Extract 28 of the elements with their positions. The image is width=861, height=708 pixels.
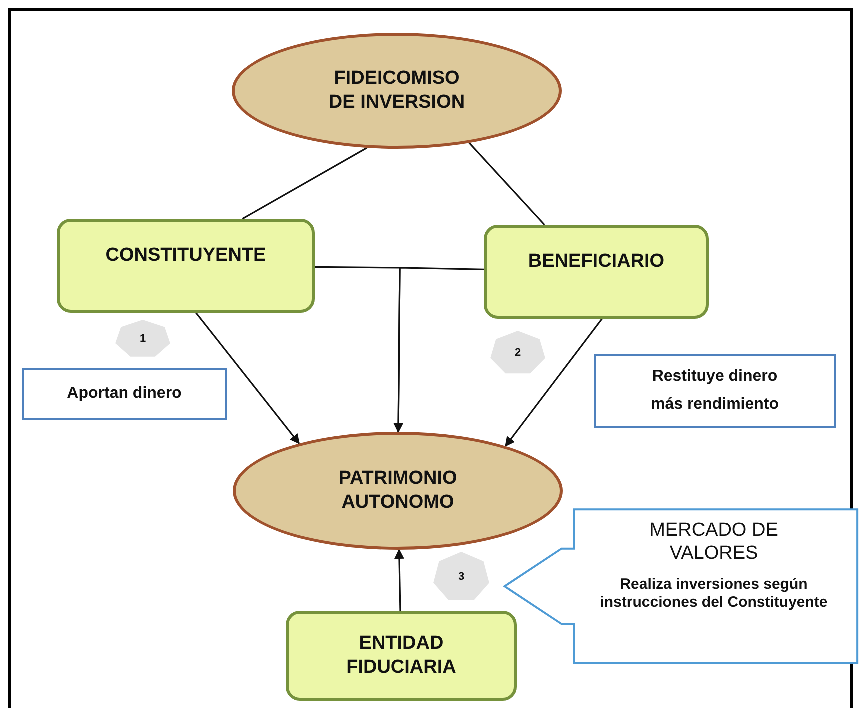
arrow [505,318,603,448]
callout-text: Realiza inversiones según instrucciones del Constituyente [599,576,829,612]
step-heptagon [115,320,171,358]
note-box [594,354,836,428]
node-label: BENEFICIARIO [528,250,665,274]
arrow [394,267,484,433]
arrow [394,549,404,612]
step-number: 3 [458,571,465,583]
note-text: más rendimiento [650,396,780,414]
arrow-callout [503,508,859,665]
node-label: PATRIMONIO AUTONOMO [338,467,458,515]
callout-heading: MERCADO DE VALORES [648,520,780,566]
rounded-box [286,611,517,701]
connector-line [468,142,546,226]
rounded-box [57,219,315,313]
connector-line [242,147,368,220]
rounded-box [484,225,709,319]
note-text: Aportan dinero [67,385,182,403]
note-box [22,368,227,420]
step-heptagon [433,552,490,602]
step-number: 2 [514,347,522,359]
node-label: ENTIDAD FIDUCIARIA [346,632,458,680]
step-number: 1 [140,333,146,345]
note-text: Restituye dinero [652,368,778,386]
node-label: FIDEICOMISO DE INVERSION [328,67,466,115]
arrow [196,312,300,444]
node-label: CONSTITUYENTE [106,244,266,268]
step-heptagon [490,331,546,375]
